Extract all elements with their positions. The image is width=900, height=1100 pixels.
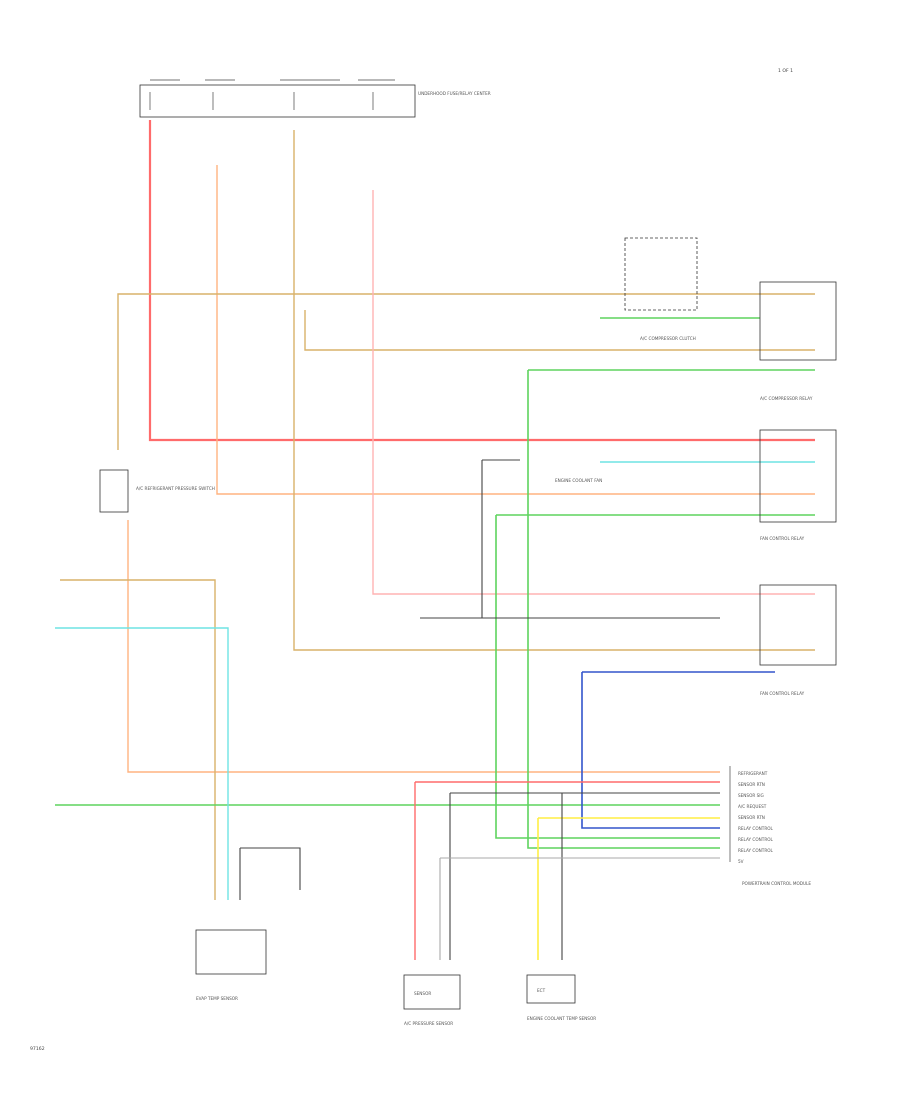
fuse-block-top: UNDERHOOD FUSE/RELAY CENTER: [139, 79, 491, 118]
corner-label: 1 OF 1: [778, 68, 793, 74]
evap-sensor: EVAP TEMP SENSOR: [195, 929, 267, 1001]
relay-ac-label: A/C COMPRESSOR RELAY: [760, 396, 813, 401]
ect-box-text: ECT: [537, 988, 546, 993]
relay-fan-1-label: FAN CONTROL RELAY: [760, 536, 805, 541]
ac-clutch-box: A/C COMPRESSOR CLUTCH: [624, 237, 698, 341]
wire-tan: [60, 130, 815, 900]
wire-yellow: [537, 817, 720, 960]
pcm-pin-5: SENSOR RTN: [738, 815, 765, 820]
ect-sensor-label: ENGINE COOLANT TEMP SENSOR: [527, 1016, 596, 1021]
pcm-pin-8: RELAY CONTROL: [738, 848, 774, 853]
ect-sensor: ECT ENGINE COOLANT TEMP SENSOR: [526, 974, 596, 1021]
wire-red-lower: [414, 781, 720, 960]
fuse-block-label: UNDERHOOD FUSE/RELAY CENTER: [418, 91, 491, 96]
wire-pink: [372, 190, 815, 595]
ac-pressure-box-text: SENSOR: [414, 991, 431, 996]
wire-green: [55, 317, 815, 849]
wire-red: [148, 120, 815, 442]
wire-black: [239, 459, 720, 960]
wire-orange: [127, 165, 815, 773]
pcm-pin-2: SENSOR RTN: [738, 782, 765, 787]
pcm-pin-7: RELAY CONTROL: [738, 837, 774, 842]
relay-ac: A/C COMPRESSOR RELAY: [759, 281, 837, 401]
ac-clutch-label: A/C COMPRESSOR CLUTCH: [640, 336, 696, 341]
pcm-pin-4: A/C REQUEST: [738, 804, 767, 809]
evap-sensor-label: EVAP TEMP SENSOR: [196, 996, 238, 1001]
ac-pressure-sensor: SENSOR A/C PRESSURE SENSOR: [403, 974, 461, 1026]
pcm-pin-6: RELAY CONTROL: [738, 826, 774, 831]
wire-cyan: [55, 461, 815, 900]
wire-blue: [581, 671, 775, 829]
coolant-fan-label: ENGINE COOLANT FAN: [555, 478, 602, 483]
pcm-connector: POWERTRAIN CONTROL MODULE REFRIGERANT SE…: [729, 766, 811, 886]
pressure-switch: A/C REFRIGERANT PRESSURE SWITCH: [99, 469, 215, 513]
pcm-pin-1: REFRIGERANT: [738, 771, 768, 776]
pcm-pin-9: 5V: [738, 859, 744, 864]
relay-fan-1: FAN CONTROL RELAY: [759, 429, 837, 541]
figure-number: 97162: [30, 1046, 45, 1052]
ac-pressure-label: A/C PRESSURE SENSOR: [404, 1021, 453, 1026]
wire-gray: [439, 857, 720, 960]
relay-fan-2: FAN CONTROL RELAY: [759, 584, 837, 696]
pressure-switch-label: A/C REFRIGERANT PRESSURE SWITCH: [136, 486, 215, 491]
relay-fan-2-label: FAN CONTROL RELAY: [760, 691, 805, 696]
pcm-pin-3: SENSOR SIG: [738, 793, 764, 798]
pcm-label: POWERTRAIN CONTROL MODULE: [742, 881, 811, 886]
